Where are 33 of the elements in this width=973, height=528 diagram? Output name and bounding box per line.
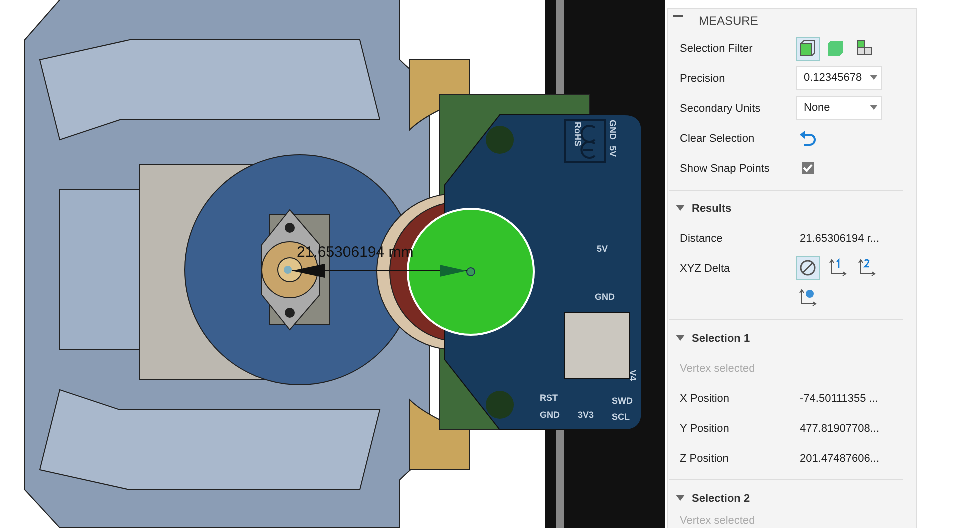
field-label: XYZ Delta [680,263,730,275]
section-heading: Results [692,203,732,215]
pin-label: GND [540,410,560,420]
field-label: Secondary Units [680,103,761,115]
field-label: Selection Filter [680,43,753,55]
certification-label: RoHS [573,122,583,146]
status-text: Vertex selected [680,515,756,527]
pin-label: GND [608,120,618,140]
field-label: Show Snap Points [680,163,770,175]
field-label: Z Position [680,453,729,465]
field-label: Precision [680,73,726,85]
pin-label: SWD [612,396,633,406]
result-value: 21.65306194 r... [800,233,880,245]
status-text: Vertex selected [680,363,756,375]
dropdown-value: None [804,102,830,114]
field-label: Distance [680,233,723,245]
field-label: Clear Selection [680,133,755,145]
section-heading: Selection 1 [692,333,750,345]
pin-label: RST [540,393,558,403]
result-value: 201.47487606... [800,453,880,465]
section-heading: Selection 2 [692,493,750,505]
dropdown-value: 0.12345678 [804,72,862,84]
pin-label: 3V3 [578,410,594,420]
panel-title: MEASURE [699,14,758,28]
field-label: Y Position [680,423,730,435]
pin-label: SCL [612,412,630,422]
result-value: -74.50111355 ... [800,393,878,405]
pin-label: GND [595,292,615,302]
pin-label: 5V [597,244,608,254]
version-label: V4 [628,370,638,382]
result-value: 477.81907708... [800,423,880,435]
pin-label: 5V [608,146,618,158]
field-label: X Position [680,393,730,405]
